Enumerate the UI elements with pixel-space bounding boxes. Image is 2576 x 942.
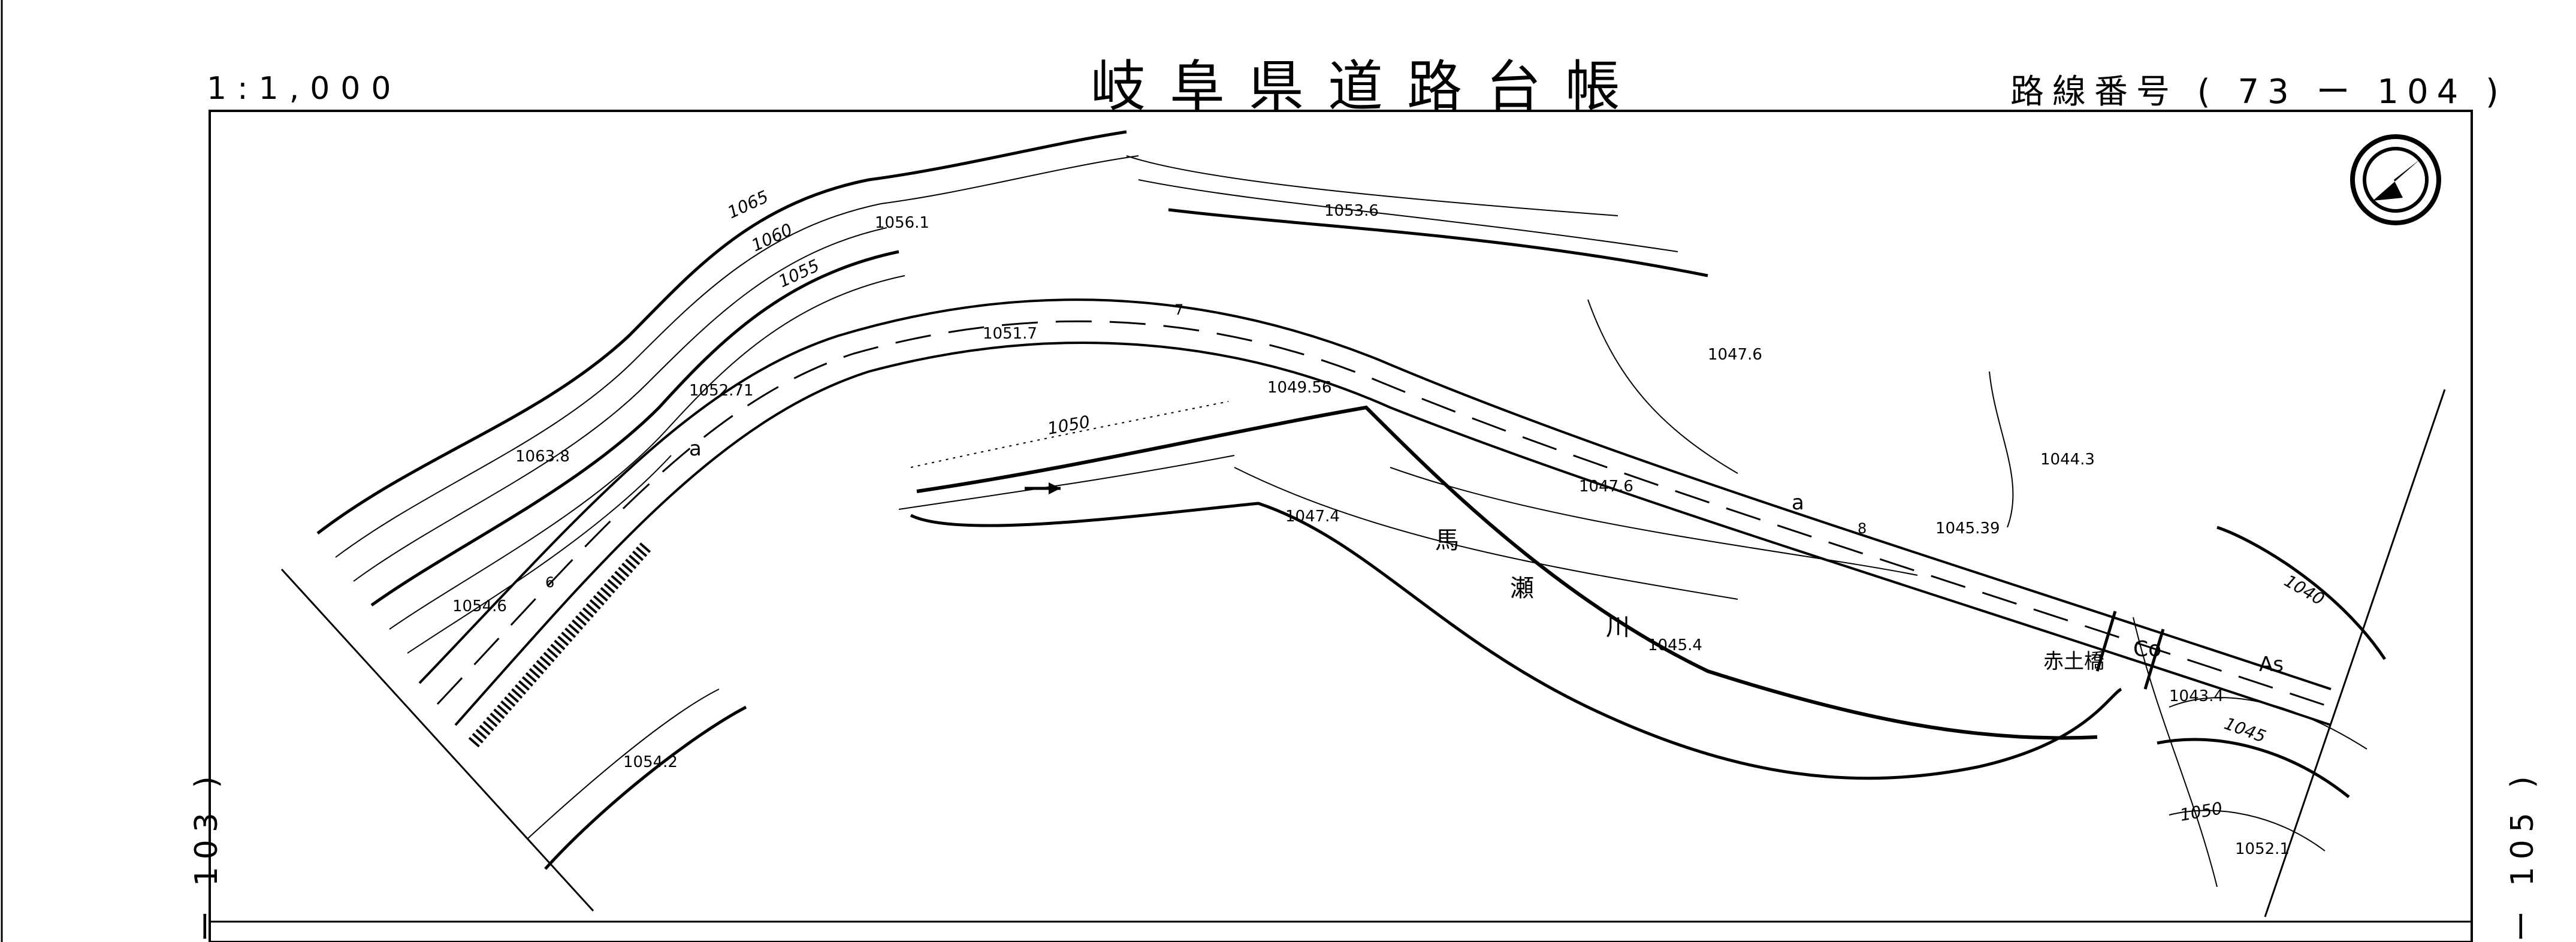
bridge-name[interactable]: 赤土橋 — [2043, 650, 2104, 674]
elevation-label: 1049.56 — [1267, 379, 1332, 397]
contour-label: 1055 — [775, 255, 823, 291]
road-mark: a — [689, 437, 702, 461]
road-mark: 7 — [1174, 301, 1183, 318]
elevation-label: 1045.4 — [1648, 636, 1702, 654]
north-arrow-icon — [2350, 134, 2441, 225]
road-mark: 6 — [545, 574, 554, 591]
river-name-char: 馬 — [1435, 527, 1459, 554]
elevation-label: 1047.4 — [1285, 508, 1340, 526]
road-mark: a — [1792, 491, 1804, 515]
sheet-boundary-right — [2264, 389, 2446, 917]
elevation-label: 1051.7 — [983, 325, 1037, 343]
sheet-boundary-left — [280, 568, 594, 912]
page-title: 岐阜県道路台帳 — [1091, 55, 1645, 119]
elevation-label: 1052.71 — [689, 382, 754, 400]
elevation-label: 1063.8 — [515, 448, 570, 466]
elevation-label: 1047.6 — [1708, 346, 1762, 364]
scale-label: 1:1,000 — [207, 71, 402, 107]
elevation-label: 1053.6 — [1324, 202, 1379, 220]
elevation-label: 1054.6 — [452, 597, 507, 615]
river-name-char: 川 — [1606, 614, 1630, 641]
elevation-label: 1044.3 — [2040, 451, 2095, 469]
contour-label: 1065 — [724, 186, 772, 222]
river-name-char: 瀬 — [1510, 575, 1534, 602]
river[interactable] — [910, 401, 2122, 780]
elevation-label: 1056.1 — [875, 214, 929, 232]
contour-lines — [316, 130, 2387, 887]
map-frame — [209, 110, 2473, 942]
road-mark: 8 — [1858, 520, 1867, 537]
elevation-label: 1052.1 — [2235, 840, 2290, 858]
route-number: 路線番号 ( 73 ー 104 ) — [2010, 73, 2507, 111]
contour-label: 1050 — [2178, 798, 2224, 825]
flow-arrow-head-icon — [1049, 482, 1061, 494]
retaining-wall — [468, 541, 653, 748]
elevation-label: 1054.2 — [623, 753, 678, 771]
elevation-label: 1047.6 — [1579, 478, 1633, 496]
pavement-concrete-label: Co — [2133, 637, 2161, 662]
pavement-asphalt-label: As — [2259, 653, 2284, 677]
road[interactable] — [418, 298, 2332, 726]
elevation-label: 1045.39 — [1935, 520, 2000, 538]
contour-label: 1050 — [1046, 412, 1091, 439]
elevation-label: 1043.4 — [2169, 687, 2224, 705]
bridge[interactable] — [2095, 611, 2165, 690]
